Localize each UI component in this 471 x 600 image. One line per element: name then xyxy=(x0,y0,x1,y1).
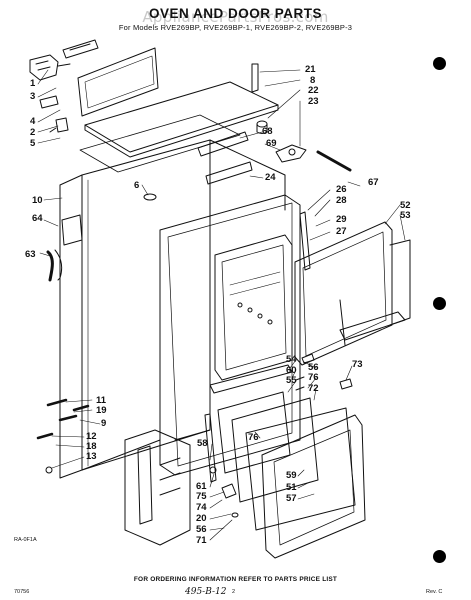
callout-3: 3 xyxy=(30,91,36,102)
binder-hole xyxy=(433,550,446,563)
door-handle-bar xyxy=(209,364,293,394)
door-side-strip xyxy=(204,413,217,483)
callout-2: 2 xyxy=(30,127,36,138)
callout-6: 6 xyxy=(134,180,140,191)
callout-61: 61 xyxy=(196,481,207,492)
outer-door xyxy=(261,414,366,559)
callout-58: 58 xyxy=(197,438,208,449)
callout-75: 75 xyxy=(196,491,207,502)
ordering-note: FOR ORDERING INFORMATION REFER TO PARTS … xyxy=(133,576,338,583)
callout-64: 64 xyxy=(32,213,43,224)
diagram-title: OVEN AND DOOR PARTS xyxy=(148,6,322,21)
callout-71: 71 xyxy=(196,535,207,546)
hinge-part xyxy=(275,144,307,163)
rear-panel-part xyxy=(77,47,159,117)
callout-52: 52 xyxy=(400,200,411,211)
callout-67: 67 xyxy=(368,177,379,188)
callout-13: 13 xyxy=(86,451,97,462)
callout-72: 72 xyxy=(308,383,319,394)
switch-bracket-part xyxy=(29,54,71,81)
callout-5: 5 xyxy=(30,138,36,149)
callout-51: 51 xyxy=(286,482,297,493)
bracket-part xyxy=(197,131,253,185)
callout-63: 63 xyxy=(25,249,36,260)
callout-21: 21 xyxy=(305,64,316,75)
page-number: 2 xyxy=(232,589,236,595)
hinge-assembly xyxy=(124,429,191,546)
callout-19: 19 xyxy=(96,405,107,416)
callout-18: 18 xyxy=(86,441,97,452)
binder-hole xyxy=(433,297,446,310)
callout-59: 59 xyxy=(286,470,297,481)
callout-24: 24 xyxy=(265,172,276,183)
callout-1: 1 xyxy=(30,78,36,89)
callout-27: 27 xyxy=(336,226,347,237)
callout-76-upper: 76 xyxy=(308,372,319,383)
callout-22: 22 xyxy=(308,85,319,96)
callout-10: 10 xyxy=(32,195,43,206)
oven-liner-window xyxy=(214,234,293,381)
callout-57: 57 xyxy=(286,493,297,504)
clip-parts xyxy=(39,95,69,133)
callout-60: 60 xyxy=(286,365,297,376)
oven-cabinet xyxy=(59,139,301,479)
callout-54: 54 xyxy=(286,354,297,365)
door-panel xyxy=(245,407,356,531)
inner-door-panel xyxy=(294,221,393,366)
knob-part xyxy=(256,120,268,134)
callout-9: 9 xyxy=(101,418,107,429)
callout-leaders xyxy=(37,69,406,541)
callout-12: 12 xyxy=(86,431,97,442)
oven-top-panel xyxy=(79,81,279,173)
callout-56-upper: 56 xyxy=(308,362,319,373)
callout-74: 74 xyxy=(196,502,207,513)
door-frame-rails xyxy=(339,239,411,346)
rod-part xyxy=(316,150,352,172)
callout-8: 8 xyxy=(310,75,316,86)
binder-hole xyxy=(433,57,446,70)
handwritten-note: 495-B-12 xyxy=(185,587,227,597)
small-hardware xyxy=(209,353,353,518)
callout-55: 55 xyxy=(286,375,297,386)
door-glass-outer xyxy=(231,397,319,503)
left-code: 70756 xyxy=(14,589,30,595)
callout-23: 23 xyxy=(308,96,319,107)
callout-4: 4 xyxy=(30,116,36,127)
watermark: AppliancePartsPros.com xyxy=(142,8,329,26)
revision-label: Rev. C xyxy=(426,589,443,595)
callout-53: 53 xyxy=(400,210,411,221)
left-side-trim xyxy=(46,214,83,282)
vent-plate-part xyxy=(62,39,99,59)
callout-68: 68 xyxy=(262,126,273,137)
callout-28: 28 xyxy=(336,195,347,206)
callout-11: 11 xyxy=(96,395,107,406)
gasket-strip xyxy=(299,211,311,271)
drawing-code: RA-0F1A xyxy=(14,537,37,543)
vent-tube-part xyxy=(251,63,259,93)
callout-29: 29 xyxy=(336,214,347,225)
model-list: For Models RVE269BP, RVE269BP-1, RVE269B… xyxy=(118,23,353,32)
callout-76-lower: 76 xyxy=(248,432,259,443)
spacer-part xyxy=(143,193,157,201)
callout-69: 69 xyxy=(266,138,277,149)
fastener-parts xyxy=(36,398,90,474)
callout-26: 26 xyxy=(336,184,347,195)
callout-56-lower: 56 xyxy=(196,524,207,535)
callout-73: 73 xyxy=(352,359,363,370)
callout-20: 20 xyxy=(196,513,207,524)
